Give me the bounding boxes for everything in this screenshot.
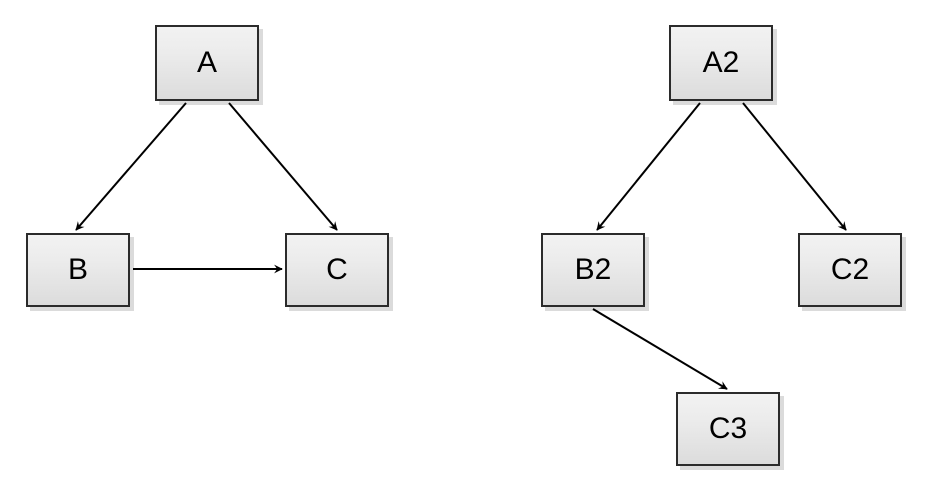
node-c2[interactable]: C2 [798, 233, 902, 307]
node-label: A [196, 46, 217, 79]
node-label: C2 [830, 253, 870, 286]
node-label: B2 [574, 253, 612, 286]
edge-a-to-b[interactable] [75, 102, 187, 231]
node-label: C [326, 253, 348, 286]
node-label: A2 [702, 46, 740, 79]
node-label: C3 [708, 412, 748, 445]
node-label: B [67, 253, 88, 286]
edges-group [75, 102, 847, 390]
node-b2[interactable]: B2 [541, 233, 645, 307]
node-a[interactable]: A [155, 25, 259, 101]
node-c[interactable]: C [285, 233, 389, 307]
node-c3[interactable]: C3 [676, 392, 780, 466]
edge-b2-to-c3[interactable] [592, 308, 728, 390]
edge-a2-to-c2[interactable] [742, 102, 847, 231]
node-a2[interactable]: A2 [669, 25, 773, 101]
edge-a2-to-b2[interactable] [596, 102, 701, 231]
node-b[interactable]: B [26, 233, 130, 307]
edge-a-to-c[interactable] [228, 102, 338, 231]
